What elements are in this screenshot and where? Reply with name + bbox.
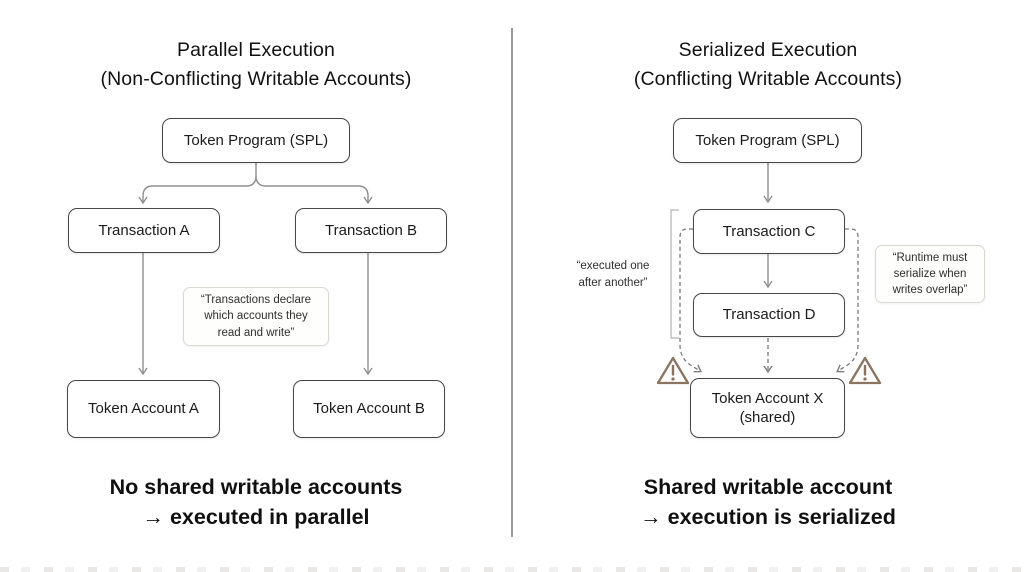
right-panel-caption: Shared writable account → execution is s… [552, 472, 984, 532]
warning-icon [848, 356, 882, 385]
right-title-line1: Serialized Execution [678, 39, 858, 61]
right-panel-title: Serialized Execution (Conflicting Writab… [552, 36, 984, 94]
node-label: Transaction B [325, 221, 417, 239]
node-label: (shared) [739, 409, 796, 426]
note-line: “Runtime must [892, 251, 968, 264]
node-transaction-b: Transaction B [295, 208, 447, 253]
right-title-line2: (Conflicting Writable Accounts) [633, 68, 903, 90]
node-token-account-a: Token Account A [67, 380, 220, 438]
note-line: writes overlap” [892, 284, 968, 297]
left-panel-title: Parallel Execution (Non-Conflicting Writ… [40, 36, 472, 94]
right-caption-line2: → execution is serialized [640, 505, 896, 529]
node-token-account-b: Token Account B [293, 380, 445, 438]
note-executed-one-after-another: “executed one after another” [558, 258, 668, 291]
note-runtime-must-serialize: “Runtime must serialize when writes over… [875, 245, 985, 303]
node-label: Token Program (SPL) [183, 131, 329, 149]
left-title-line2: (Non-Conflicting Writable Accounts) [100, 68, 412, 90]
node-label: Transaction C [722, 222, 816, 240]
node-label: Token Account X [711, 389, 824, 407]
note-line: which accounts they [204, 310, 308, 323]
node-token-program-right: Token Program (SPL) [673, 118, 862, 163]
right-caption-line1: Shared writable account [643, 475, 893, 499]
node-label: Token Program (SPL) [695, 131, 840, 149]
node-transaction-c: Transaction C [693, 209, 845, 254]
node-token-account-x: Token Account X (shared) [690, 378, 845, 438]
note-line: after another” [578, 276, 648, 289]
panel-divider [511, 28, 513, 537]
node-label: Token Account A [88, 400, 199, 418]
note-line: “executed one [576, 260, 650, 272]
left-caption-line2: → executed in parallel [142, 505, 370, 529]
left-caption-line1: No shared writable accounts [109, 475, 403, 499]
note-line: read and write” [217, 326, 295, 339]
left-panel-caption: No shared writable accounts → executed i… [40, 472, 472, 532]
connector-program-to-transaction-b [255, 175, 373, 205]
warning-icon [656, 356, 690, 385]
serialization-bracket [670, 209, 679, 339]
note-line: serialize when [893, 267, 967, 280]
node-token-program-left: Token Program (SPL) [162, 118, 350, 163]
node-transaction-a: Transaction A [68, 208, 220, 253]
note-transactions-declare: “Transactions declare which accounts the… [183, 287, 329, 346]
node-label: Transaction A [98, 221, 190, 239]
scan-noise-strip [0, 567, 1024, 572]
node-transaction-d: Transaction D [693, 293, 845, 337]
node-label: Transaction D [722, 306, 816, 324]
node-label: Token Account B [313, 400, 425, 418]
left-title-line1: Parallel Execution [177, 39, 335, 61]
connector-program-to-transaction-a [138, 175, 257, 205]
note-line: “Transactions declare [200, 294, 312, 307]
